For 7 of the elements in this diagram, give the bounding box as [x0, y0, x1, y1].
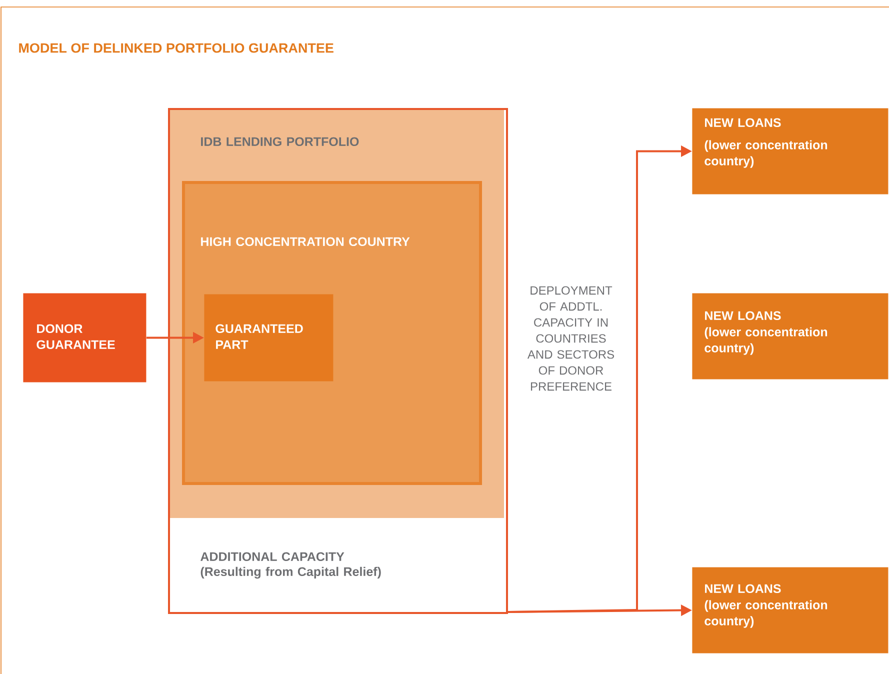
loan-box: NEW LOANS (lower concentration country) [692, 293, 888, 380]
title: MODEL OF DELINKED PORTFOLIO GUARANTEE [19, 43, 334, 53]
guaranteed-box: GUARANTEED PART [204, 294, 334, 382]
donor-box: DONOR GUARANTEE [23, 293, 146, 382]
note-text: DEPLOYMENT OF ADDTL. CAPACITY IN COUNTRIES AND SECTORS OF DONOR PREFERENCE [527, 286, 614, 391]
loan-box: NEW LOANS (lower concentration country) [692, 108, 888, 194]
loan-box: NEW LOANS (lower concentration country) [692, 567, 888, 654]
